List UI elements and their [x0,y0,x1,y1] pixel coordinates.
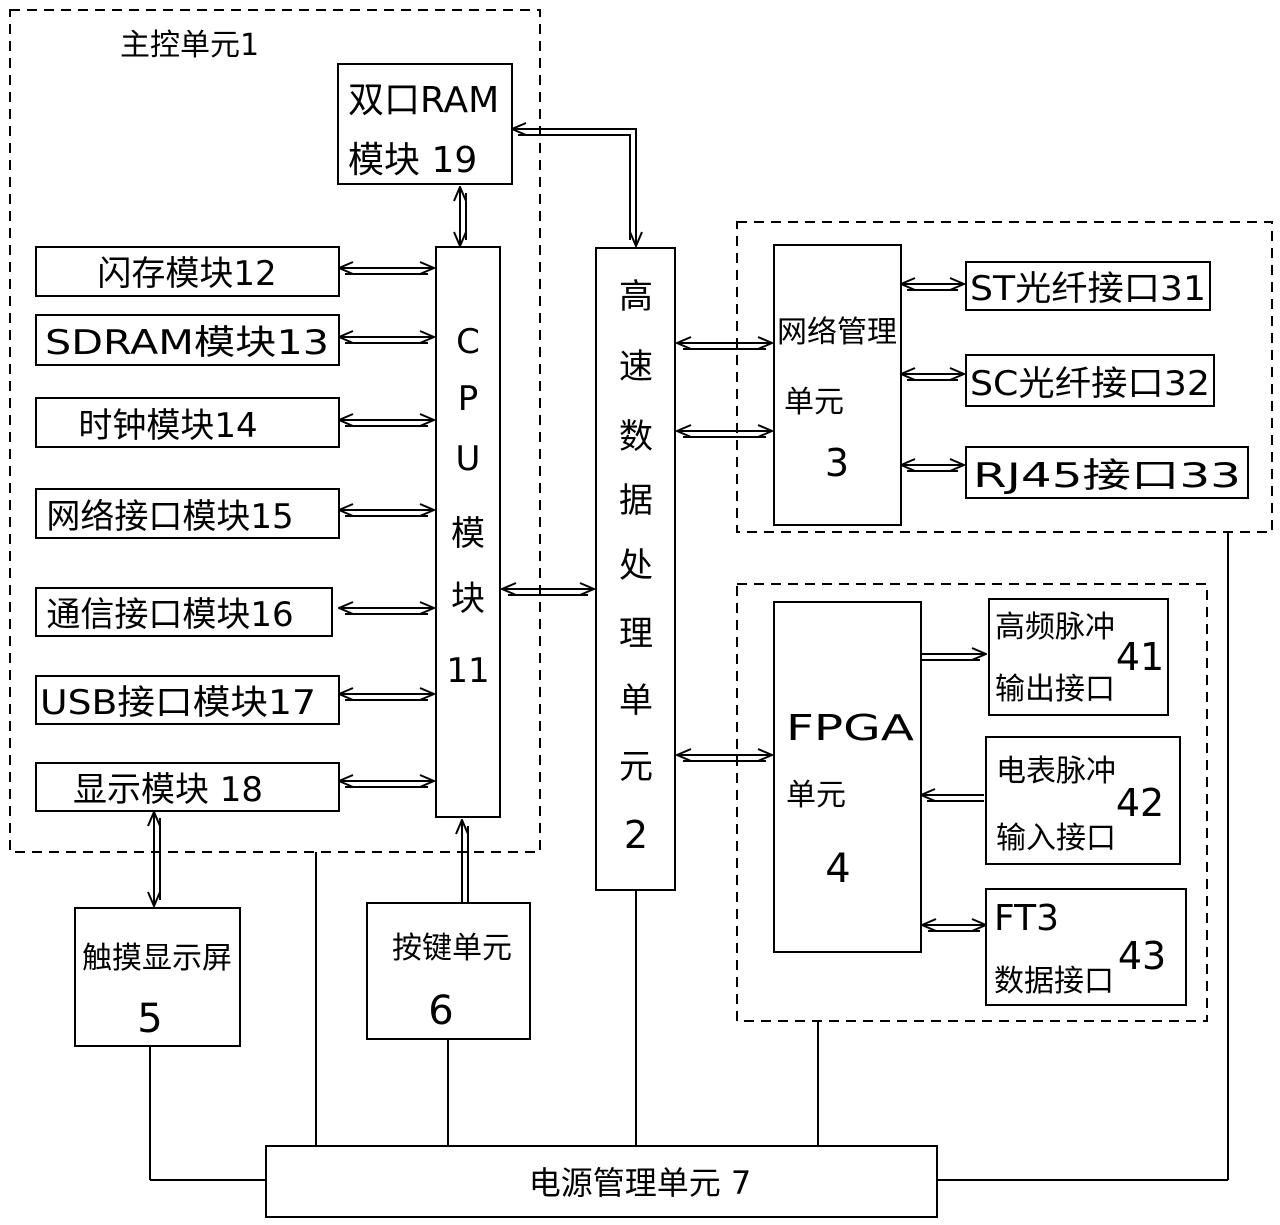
svg-text:高: 高 [619,277,653,317]
cpu-module: C P U 模 块 11 [435,246,501,818]
power-management-unit: 电源管理单元 7 [265,1145,938,1218]
connection-arrows [154,129,986,932]
svg-text:按键单元: 按键单元 [392,931,512,966]
svg-text:P: P [458,379,479,419]
svg-text:6: 6 [428,988,453,1034]
svg-text:数: 数 [619,417,653,457]
svg-text:处: 处 [619,546,653,586]
svg-text:块: 块 [451,579,485,619]
network-interface-module: 网络接口模块15 [35,488,340,539]
arrow-sdram-cpu [339,337,434,344]
hf-pulse-output-interface: 高频脉冲 输出接口 41 [988,598,1169,716]
svg-text:43: 43 [1118,934,1166,978]
svg-text:单元: 单元 [786,778,846,813]
svg-text:USB接口模块17: USB接口模块17 [40,683,316,723]
dual-ram-module: 双口RAM 模块 19 [337,63,513,185]
svg-text:元: 元 [619,747,653,787]
svg-text:据: 据 [619,481,653,521]
keypad-unit: 按键单元 6 [366,902,531,1040]
fpga-unit: FPGA 单元 4 [773,601,922,953]
svg-text:双口RAM: 双口RAM [348,80,499,121]
arrow-netmgmt-sc [901,374,964,381]
touchscreen-unit: 触摸显示屏 5 [74,907,241,1047]
flash-module: 闪存模块12 [35,246,340,297]
arrow-hsdp-netmgmt-1 [677,343,772,350]
ft3-data-interface: FT3 数据接口 43 [985,888,1187,1006]
rj45-interface: RJ45接口33 [965,446,1249,499]
network-group [736,221,1273,533]
svg-text:模块 19: 模块 19 [348,140,477,181]
usb-interface-module: USB接口模块17 [35,675,340,725]
comm-interface-module: 通信接口模块16 [35,587,333,637]
meter-pulse-input-interface: 电表脉冲 输入接口 42 [985,736,1181,865]
fpga-group [736,583,1208,1022]
svg-text:FPGA: FPGA [786,708,914,749]
sc-fiber-interface: SC光纤接口32 [965,354,1215,407]
svg-text:5: 5 [137,996,162,1042]
svg-text:触摸显示屏: 触摸显示屏 [82,941,232,976]
st-fiber-interface: ST光纤接口31 [965,261,1211,311]
arrow-fpga-hfpulse [922,654,986,661]
svg-text:数据接口: 数据接口 [994,964,1114,999]
svg-text:网络接口模块15: 网络接口模块15 [46,497,293,537]
arrow-clock-cpu [339,420,434,427]
svg-text:电表脉冲: 电表脉冲 [996,754,1116,789]
arrow-hsdp-fpga [677,755,772,762]
svg-text:显示模块 18: 显示模块 18 [73,770,263,810]
main-control-group-label: 主控单元1 [120,28,259,63]
svg-text:时钟模块14: 时钟模块14 [78,406,257,446]
svg-text:单: 单 [619,681,653,721]
svg-text:通信接口模块16: 通信接口模块16 [46,595,293,635]
high-speed-data-processing-unit: 高 速 数 据 处 理 单 元 2 [595,247,676,891]
svg-text:4: 4 [825,846,850,892]
power-wiring [149,532,1229,1181]
svg-text:模: 模 [451,514,485,554]
arrow-netif-cpu [339,510,434,517]
arrow-netmgmt-rj45 [901,465,964,472]
svg-text:单元: 单元 [784,385,844,420]
svg-text:SC光纤接口32: SC光纤接口32 [970,364,1210,404]
svg-text:ST光纤接口31: ST光纤接口31 [970,269,1206,309]
svg-text:高频脉冲: 高频脉冲 [995,610,1115,645]
arrow-display-touchscreen [154,812,161,906]
svg-text:理: 理 [619,614,653,654]
svg-text:U: U [456,439,481,479]
svg-text:输出接口: 输出接口 [995,672,1115,707]
main-control-group [9,9,541,853]
svg-text:速: 速 [619,347,653,387]
sdram-module: SDRAM模块13 [35,314,340,366]
svg-text:SDRAM模块13: SDRAM模块13 [45,323,329,363]
arrow-fpga-ft3 [922,925,986,932]
arrow-display-cpu [339,781,434,788]
arrow-hsdp-netmgmt-2 [677,431,772,438]
arrow-ram-cpu [460,187,467,246]
svg-text:网络管理: 网络管理 [777,315,897,350]
svg-text:41: 41 [1116,635,1164,679]
svg-text:电源管理单元 7: 电源管理单元 7 [529,1164,752,1202]
svg-text:RJ45接口33: RJ45接口33 [973,456,1241,496]
display-module: 显示模块 18 [35,762,340,812]
svg-text:FT3: FT3 [994,898,1059,939]
network-management-unit: 网络管理 单元 3 [773,244,902,526]
svg-text:42: 42 [1116,781,1164,825]
arrow-keypad-cpu [462,820,469,902]
arrow-usbif-cpu [339,694,434,701]
arrow-ram-hsdp [512,129,636,246]
svg-text:2: 2 [624,813,648,857]
arrow-meterpulse-fpga [921,795,984,802]
arrow-commif-cpu [339,608,434,615]
svg-text:11: 11 [446,651,489,691]
arrow-cpu-hsdp [502,589,594,596]
svg-text:C: C [456,322,480,362]
svg-text:3: 3 [825,441,849,485]
svg-text:闪存模块12: 闪存模块12 [97,254,276,294]
svg-text:输入接口: 输入接口 [996,821,1116,856]
arrow-flash-cpu [339,268,434,275]
clock-module: 时钟模块14 [35,397,340,448]
arrow-netmgmt-st [901,284,964,291]
